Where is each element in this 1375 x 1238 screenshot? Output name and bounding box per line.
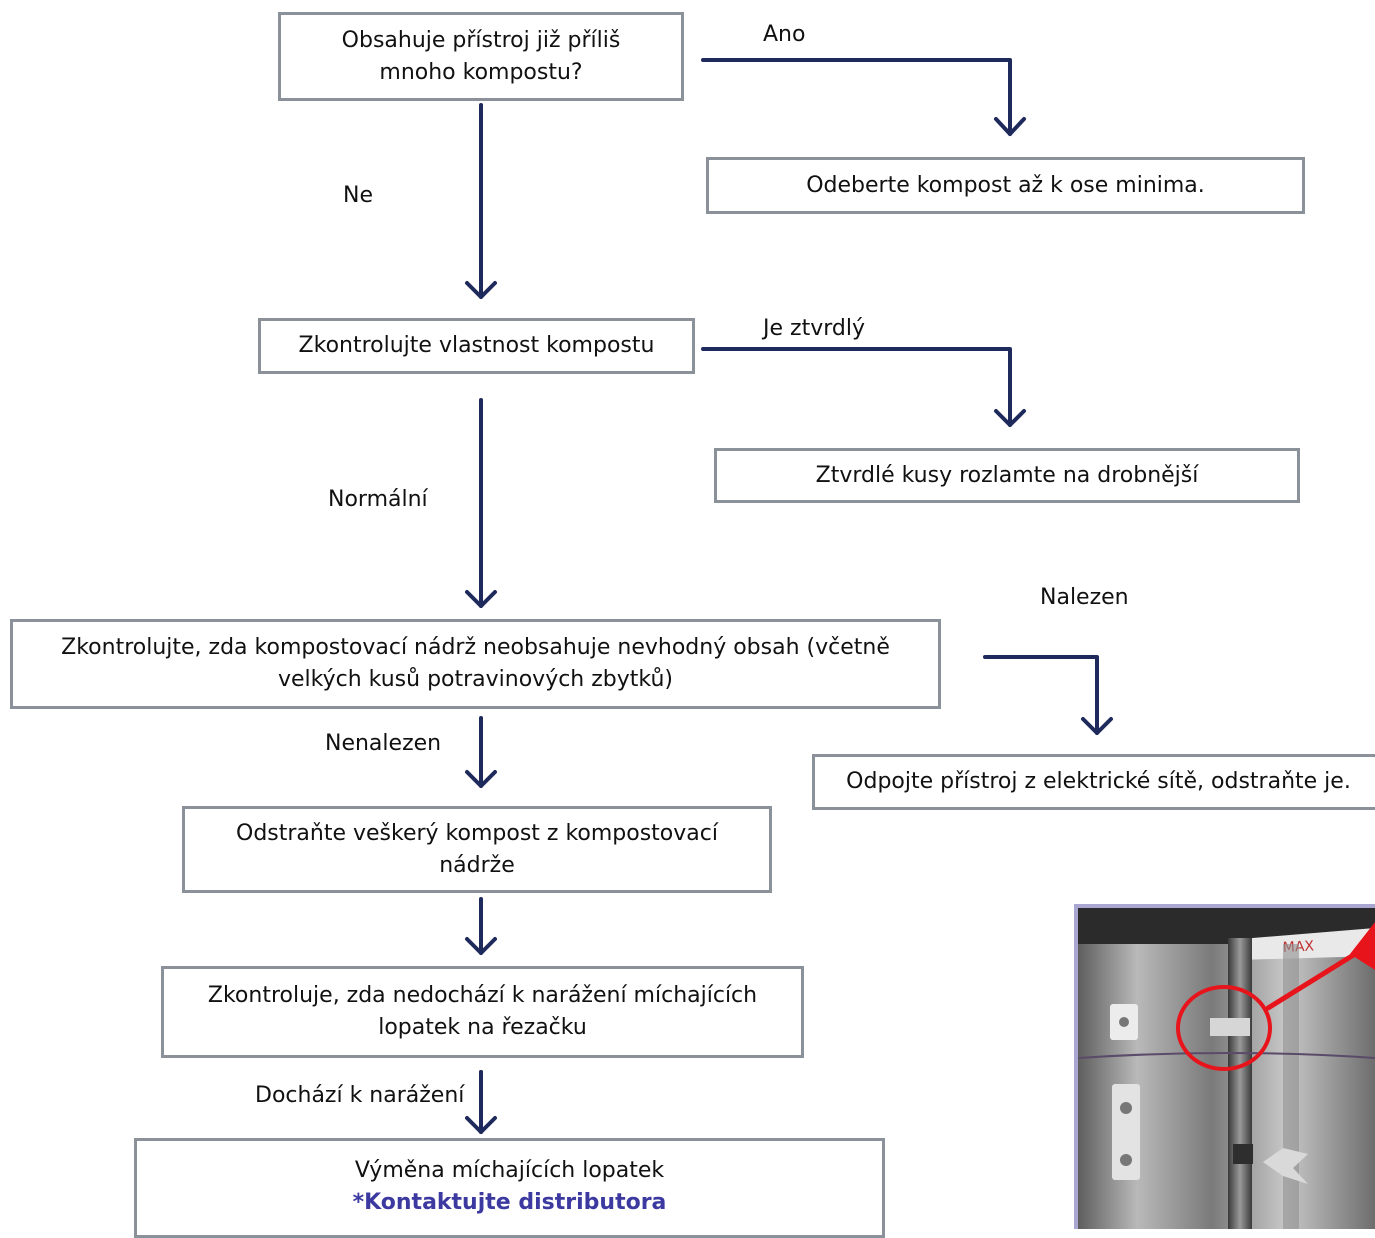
arrowhead-found [1081,717,1113,735]
unplug-remove-box: Odpojte přístroj z elektrické sítě, odst… [812,754,1375,810]
arrowhead-replace [465,1116,497,1134]
remove-to-minimum-box: Odeberte kompost až k ose minima. [706,157,1305,214]
remove-all-compost-box: Odstraňte veškerý kompost z kompostovací… [182,806,772,893]
contact-distributor-text: *Kontaktujte distributora [352,1189,667,1215]
check-blades-line-2: lopatek na řezačku [378,1015,587,1040]
arrowhead-notfound [465,770,497,788]
connector-ano [701,58,1012,136]
arrowhead-hard [994,409,1026,427]
label-ne: Ne [343,183,373,208]
arrowhead-ano [994,117,1026,136]
arrowhead-normal [465,590,497,608]
label-normalni: Normální [328,487,428,512]
remove-all-line-2: nádrže [439,852,515,878]
check-tank-contents-box: Zkontrolujte, zda kompostovací nádrž neo… [10,619,941,709]
highlight-arrow [1265,943,1371,1011]
check-compost-property-text: Zkontrolujte vlastnost kompostu [298,333,655,359]
label-nalezen: Nalezen [1040,585,1129,610]
highlight-arrowhead [1350,922,1375,970]
check-blades-box: Zkontroluje, zda nedochází k narážení mí… [161,966,804,1058]
label-je-ztvrdly: Je ztvrdlý [763,316,865,341]
check-compost-property-box: Zkontrolujte vlastnost kompostu [258,318,695,374]
tank-photo-illustration: MAX [1078,908,1375,1229]
label-nenalezen: Nenalezen [325,731,442,756]
break-hard-pieces-box: Ztvrdlé kusy rozlamte na drobnější [714,448,1300,503]
check-tank-line-1: Zkontrolujte, zda kompostovací nádrž neo… [61,635,890,661]
remove-to-minimum-text: Odeberte kompost až k ose minima. [806,172,1205,198]
question-line-1: Obsahuje přístroj již příliš [341,27,621,53]
question-line-2: mnoho kompostu? [379,59,583,85]
arrowhead-blades [465,937,497,955]
remove-all-line-1: Odstraňte veškerý kompost z kompostovací [236,820,718,846]
break-hard-pieces-text: Ztvrdlé kusy rozlamte na drobnější [815,462,1199,488]
connector-hard [701,347,1012,427]
unplug-remove-text: Odpojte přístroj z elektrické sítě, odst… [846,769,1351,795]
replace-blades-box: Výměna míchajících lopatek *Kontaktujte … [134,1138,885,1238]
replace-blades-text: Výměna míchajících lopatek [354,1158,665,1183]
label-ano: Ano [763,22,806,47]
check-blades-line-1: Zkontroluje, zda nedochází k narážení mí… [207,983,758,1009]
connector-found [983,655,1099,735]
label-dochazi: Dochází k narážení [255,1083,465,1108]
arrowhead-ne [465,281,497,299]
highlight-circle [1176,985,1272,1071]
check-tank-line-2: velkých kusů potravinových zbytků) [277,667,673,692]
question-too-much-compost: Obsahuje přístroj již příliš mnoho kompo… [278,12,684,101]
tank-interior-photo: MAX [1074,904,1375,1229]
